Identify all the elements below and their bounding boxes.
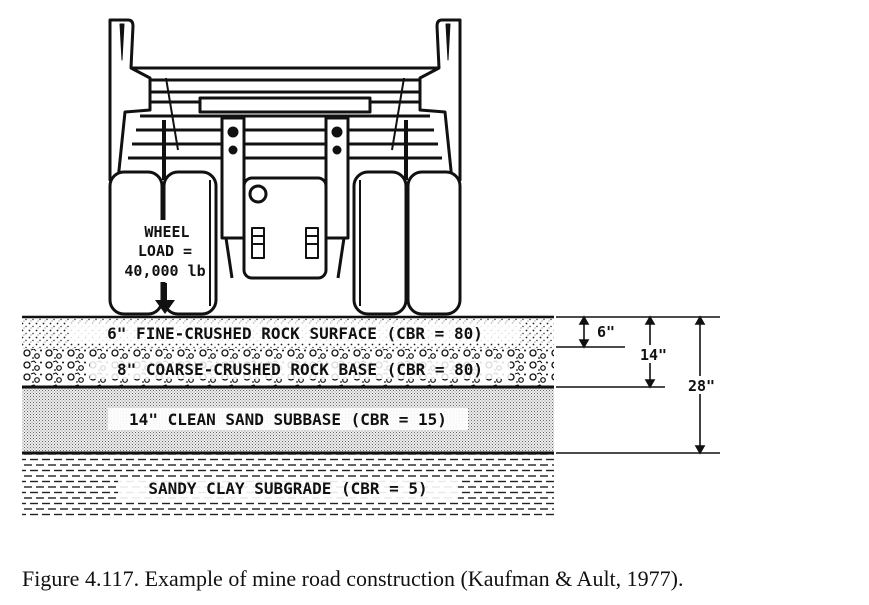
layer-subbase-label: 14" CLEAN SAND SUBBASE (CBR = 15)	[129, 410, 447, 429]
layer-surface-label: 6" FINE-CRUSHED ROCK SURFACE (CBR = 80)	[107, 324, 483, 343]
dimension-14-label: 14"	[640, 346, 667, 364]
haul-truck	[108, 18, 462, 316]
wheel-load-line1: WHEEL	[144, 223, 189, 241]
layer-subgrade-label: SANDY CLAY SUBGRADE (CBR = 5)	[148, 479, 427, 498]
wheel-load-arrow-head	[155, 300, 175, 314]
wheel-load-line3: 40,000 lb	[124, 262, 205, 280]
wheel-load-line2: LOAD =	[138, 242, 192, 260]
dimension-28-label: 28"	[688, 377, 715, 395]
dimension-6-label: 6"	[597, 323, 615, 341]
figure-caption: Figure 4.117. Example of mine road const…	[22, 566, 684, 591]
road-cross-section: 6" FINE-CRUSHED ROCK SURFACE (CBR = 80) …	[22, 315, 554, 519]
layer-base-label: 8" COARSE-CRUSHED ROCK BASE (CBR = 80)	[117, 360, 483, 379]
wheel-load-label: WHEEL LOAD = 40,000 lb	[124, 220, 206, 314]
